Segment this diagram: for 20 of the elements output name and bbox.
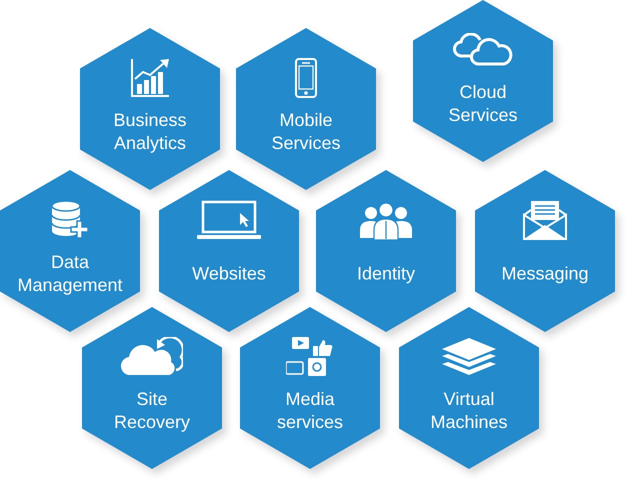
- hexagon-tile: [82, 307, 222, 469]
- hexagon-tile: [240, 307, 380, 469]
- hexagon-tile: [413, 0, 553, 162]
- tile-label: Messaging: [501, 262, 589, 286]
- tile-label: Business Analytics: [113, 109, 187, 155]
- tile-label: Media services: [277, 388, 343, 434]
- tile-label: Virtual Machines: [430, 388, 508, 434]
- hexagon-tile: [0, 170, 140, 332]
- tile-label: Data Management: [17, 251, 123, 297]
- hexagon-tile: [475, 170, 615, 332]
- hexagon-tile: [80, 28, 220, 190]
- hexagon-tile: [236, 28, 376, 190]
- hexagon-tile: [316, 170, 456, 332]
- tile-label: Mobile Services: [272, 109, 340, 155]
- tile-label: Cloud Services: [448, 81, 518, 127]
- tile-label: Websites: [192, 262, 266, 286]
- hexagon-tile: [159, 170, 299, 332]
- tile-label: Site Recovery: [114, 388, 190, 434]
- tile-label: Identity: [356, 262, 416, 286]
- hexagon-tile: [399, 307, 539, 469]
